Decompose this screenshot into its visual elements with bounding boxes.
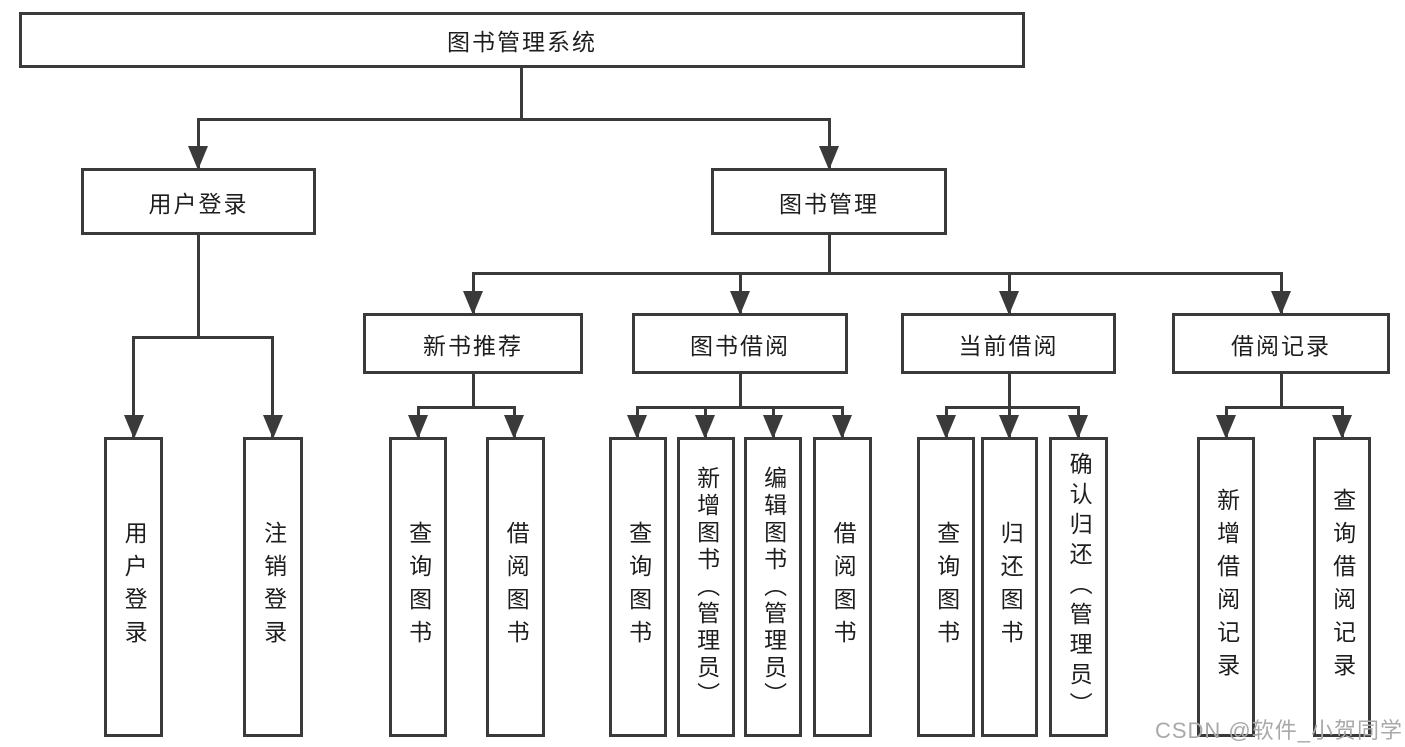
node-book-borrow: 图书借阅 (632, 313, 848, 374)
node-label: 借阅记录 (1231, 332, 1331, 359)
leaf-label: 借阅图书 (503, 521, 530, 653)
connector-h (1225, 406, 1344, 409)
node-label: 当前借阅 (958, 332, 1059, 359)
node-label: 图书借阅 (690, 332, 790, 359)
connector-v (828, 235, 831, 272)
leaf-label: 查询图书 (625, 521, 652, 653)
node-user-login: 用户登录 (81, 168, 316, 235)
connector-h (197, 118, 831, 121)
node-new-book-recommend: 新书推荐 (363, 313, 583, 374)
leaf-user-login: 用户登录 (104, 437, 163, 737)
node-current-borrow: 当前借阅 (901, 313, 1116, 374)
connector-v (1008, 374, 1011, 406)
arrow-down-icon (999, 291, 1019, 315)
leaf-label: 新增借阅记录 (1213, 488, 1240, 686)
leaf-query-books-recommend: 查询图书 (389, 437, 447, 737)
arrow-down-icon (819, 146, 839, 170)
leaf-query-borrow-record: 查询借阅记录 (1313, 437, 1371, 737)
arrow-down-icon (1068, 415, 1088, 439)
arrow-down-icon (730, 291, 750, 315)
node-root-label: 图书管理系统 (447, 29, 597, 55)
connector-v (520, 68, 523, 118)
leaf-label: 借阅图书 (830, 521, 857, 653)
connector-v (472, 374, 475, 406)
arrow-down-icon (504, 415, 524, 439)
leaf-query-books-borrow: 查询图书 (609, 437, 667, 737)
arrow-down-icon (1271, 291, 1291, 315)
leaf-label: 注销登录 (260, 521, 287, 653)
arrow-down-icon (408, 415, 428, 439)
leaf-logout: 注销登录 (243, 437, 303, 737)
connector-h (636, 406, 844, 409)
leaf-label: 查询图书 (933, 521, 960, 653)
leaf-label: 编辑图书（管理员） (760, 465, 787, 709)
arrow-down-icon (936, 415, 956, 439)
arrow-down-icon (188, 146, 208, 170)
leaf-query-books-current: 查询图书 (917, 437, 975, 737)
connector-v (197, 235, 200, 336)
leaf-edit-book-admin: 编辑图书（管理员） (744, 437, 802, 737)
leaf-label: 确认归还（管理员） (1066, 452, 1093, 722)
leaf-borrow-books: 借阅图书 (813, 437, 872, 737)
node-book-management: 图书管理 (711, 168, 947, 235)
leaf-add-borrow-record: 新增借阅记录 (1197, 437, 1255, 737)
leaf-label: 查询借阅记录 (1329, 488, 1356, 686)
connector-h (472, 272, 1283, 275)
arrow-down-icon (999, 415, 1019, 439)
connector-v (132, 336, 135, 437)
connector-v (739, 374, 742, 406)
node-root: 图书管理系统 (19, 12, 1025, 68)
connector-v (197, 118, 200, 168)
leaf-label: 归还图书 (997, 521, 1024, 653)
arrow-down-icon (763, 415, 783, 439)
node-borrow-records: 借阅记录 (1172, 313, 1390, 374)
leaf-add-book-admin: 新增图书（管理员） (677, 437, 735, 737)
watermark: CSDN @软件_小贺同学 (1154, 718, 1403, 743)
leaf-label: 查询图书 (405, 521, 432, 653)
arrow-down-icon (627, 415, 647, 439)
arrow-down-icon (263, 415, 283, 439)
leaf-confirm-return-admin: 确认归还（管理员） (1049, 437, 1108, 737)
connector-h (132, 336, 274, 339)
arrow-down-icon (832, 415, 852, 439)
node-label: 用户登录 (148, 190, 249, 217)
connector-v (1280, 374, 1283, 406)
node-label: 新书推荐 (423, 332, 523, 359)
arrow-down-icon (695, 415, 715, 439)
connector-v (271, 336, 274, 437)
leaf-borrow-books-recommend: 借阅图书 (486, 437, 545, 737)
connector-h (945, 406, 1080, 409)
connector-h (417, 406, 516, 409)
leaf-return-book: 归还图书 (981, 437, 1038, 737)
node-label: 图书管理 (779, 190, 879, 217)
connector-v (828, 118, 831, 168)
arrow-down-icon (124, 415, 144, 439)
arrow-down-icon (1216, 415, 1236, 439)
leaf-label: 新增图书（管理员） (693, 465, 720, 709)
arrow-down-icon (463, 291, 483, 315)
arrow-down-icon (1332, 415, 1352, 439)
leaf-label: 用户登录 (121, 521, 148, 653)
